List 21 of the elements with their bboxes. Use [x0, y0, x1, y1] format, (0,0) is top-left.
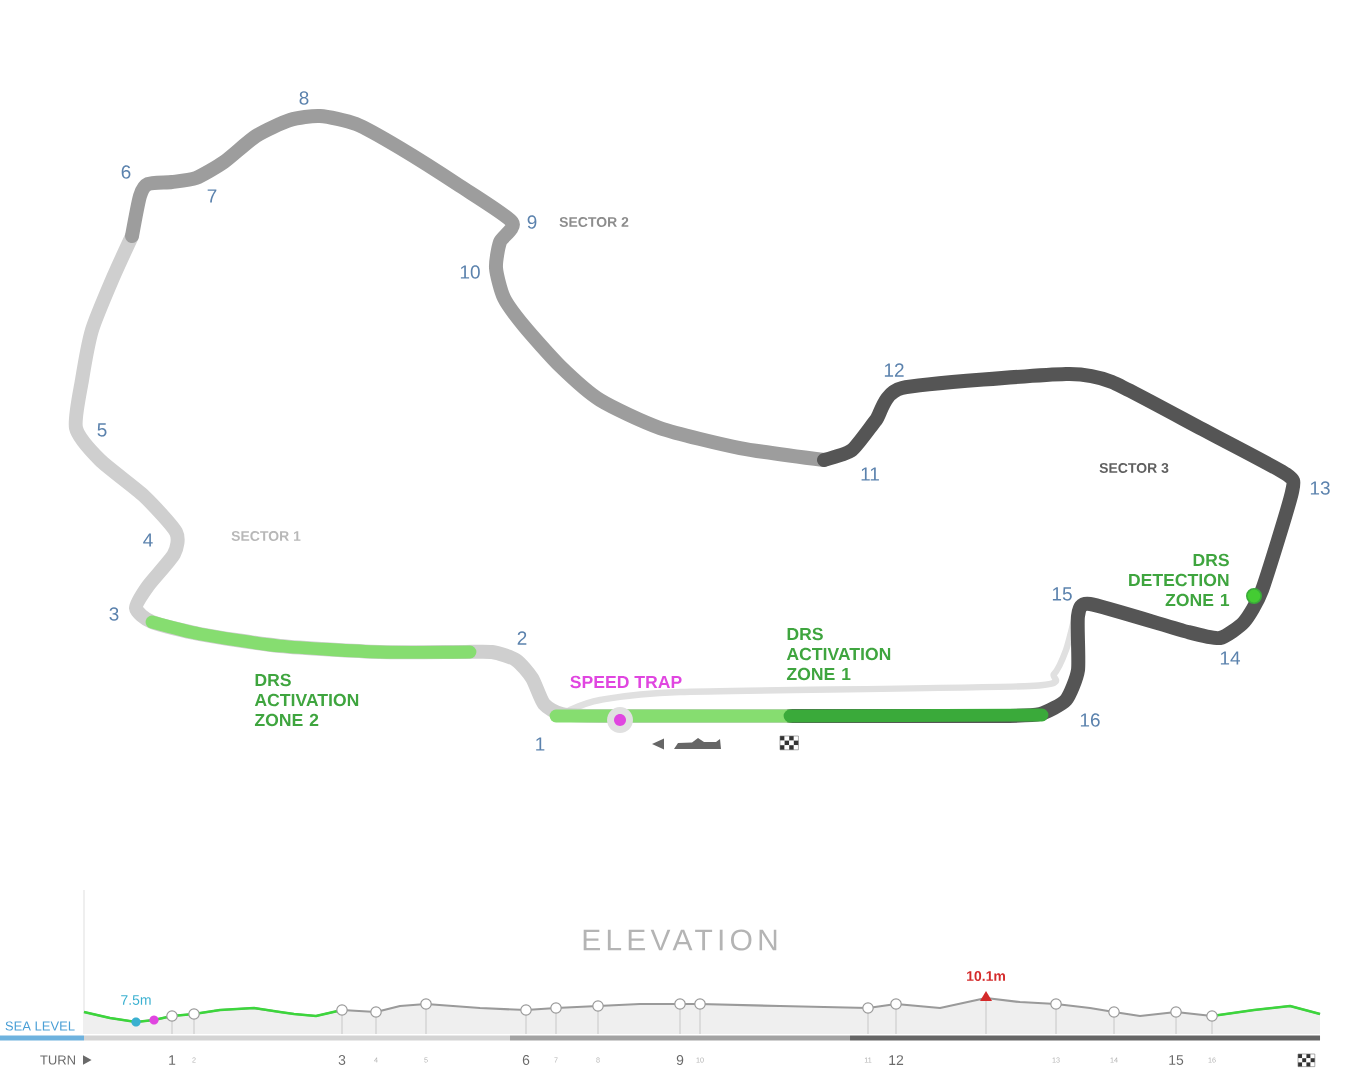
turn-number: 13 — [1310, 481, 1330, 495]
turn-number: 4 — [143, 533, 153, 547]
turn-number: 1 — [536, 737, 545, 751]
turn-number: 12 — [884, 363, 904, 377]
zone-label: DRS ACTIVATION ZONE 1 — [786, 627, 891, 681]
turn-number: 10 — [460, 265, 480, 279]
zone-label: DRS DETECTION ZONE 1 — [1129, 553, 1230, 607]
turn-number: 14 — [1220, 651, 1240, 665]
turn-number: 16 — [1080, 713, 1100, 727]
chart-title: ELEVATION — [583, 929, 777, 951]
turn-number: 15 — [1052, 587, 1072, 601]
zone-label: DRS ACTIVATION ZONE 2 — [254, 673, 359, 727]
turn-number: 11 — [861, 467, 879, 481]
turn-number: 3 — [109, 607, 119, 621]
turn-number: 8 — [299, 91, 309, 105]
turn-number: 2 — [517, 631, 527, 645]
turn-number: 5 — [97, 423, 107, 437]
speed-trap-label: SPEED TRAP — [570, 675, 682, 689]
turn-number: 7 — [207, 189, 217, 203]
turn-number: 6 — [121, 165, 131, 179]
turn-number: 9 — [527, 215, 537, 229]
